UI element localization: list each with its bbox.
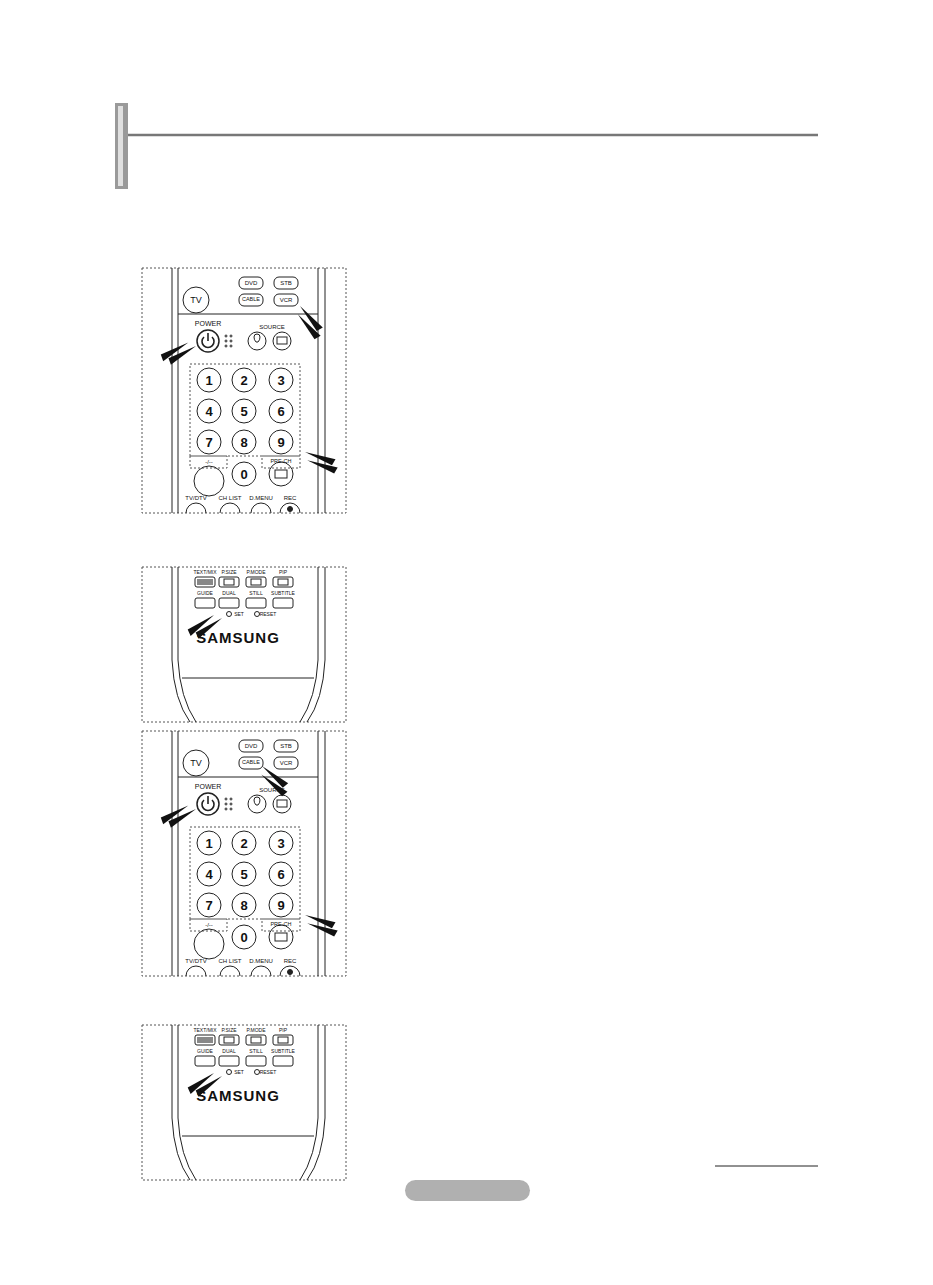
button-label: 3 [277,837,284,850]
button-label: RESET [260,1070,277,1075]
button-label: PIP [279,570,287,575]
button-label: TV/DTV [185,495,206,501]
button-label: P.SIZE [221,570,236,575]
button-label: DVD [245,743,258,749]
button-label: REC [284,958,297,964]
button-label: VCR [280,760,293,766]
button-label: P.MODE [246,1028,265,1033]
button-label: SOURCE [259,324,285,330]
button-label: D.MENU [249,495,273,501]
button-label: 2 [240,837,247,850]
button-label: 9 [277,436,284,449]
button-label: DVD [245,280,258,286]
button-label: 7 [205,436,212,449]
button-label: P.MODE [246,570,265,575]
button-label: SET [234,1070,244,1075]
button-label: 9 [277,899,284,912]
button-label: SUBTITLE [271,1049,295,1054]
button-label: GUIDE [197,591,213,596]
button-label: POWER [195,783,221,790]
button-label: POWER [195,320,221,327]
button-label: TEXT/MIX [193,570,216,575]
button-label: 3 [277,374,284,387]
button-label: 5 [240,868,247,881]
button-label: RESET [260,612,277,617]
button-label: D.MENU [249,958,273,964]
brand-logo: SAMSUNG [196,630,280,645]
button-label: 4 [205,405,212,418]
button-label: 2 [240,374,247,387]
button-label: VCR [280,297,293,303]
button-label: SET [234,612,244,617]
button-label: TV [190,759,202,768]
button-label: DUAL [222,1049,235,1054]
button-label: REC [284,495,297,501]
button-label: DUAL [222,591,235,596]
button-label: TV/DTV [185,958,206,964]
button-label: 7 [205,899,212,912]
button-label: TV [190,296,202,305]
button-label: 0 [240,931,247,944]
button-label: CABLE [242,760,260,766]
button-label: TEXT/MIX [193,1028,216,1033]
button-label: STB [280,743,292,749]
button-label: 6 [277,405,284,418]
button-label: -/-- [205,459,213,465]
brand-logo: SAMSUNG [196,1088,280,1103]
button-label: -/-- [205,922,213,928]
button-label: CABLE [242,297,260,303]
button-label: 4 [205,868,212,881]
button-label: STB [280,280,292,286]
button-label: P.SIZE [221,1028,236,1033]
button-label: STILL [249,1049,262,1054]
button-label: SOURCE [259,787,285,793]
button-label: 1 [205,374,212,387]
button-label: PIP [279,1028,287,1033]
button-label: PRE-CH [270,459,291,465]
button-label: GUIDE [197,1049,213,1054]
button-label: 8 [240,899,247,912]
button-label: SUBTITLE [271,591,295,596]
button-label: 0 [240,468,247,481]
button-label: 5 [240,405,247,418]
button-label: CH LIST [218,495,241,501]
button-label: 1 [205,837,212,850]
button-label: STILL [249,591,262,596]
button-label: CH LIST [218,958,241,964]
button-label: 8 [240,436,247,449]
button-label: 6 [277,868,284,881]
button-label: PRE-CH [270,922,291,928]
